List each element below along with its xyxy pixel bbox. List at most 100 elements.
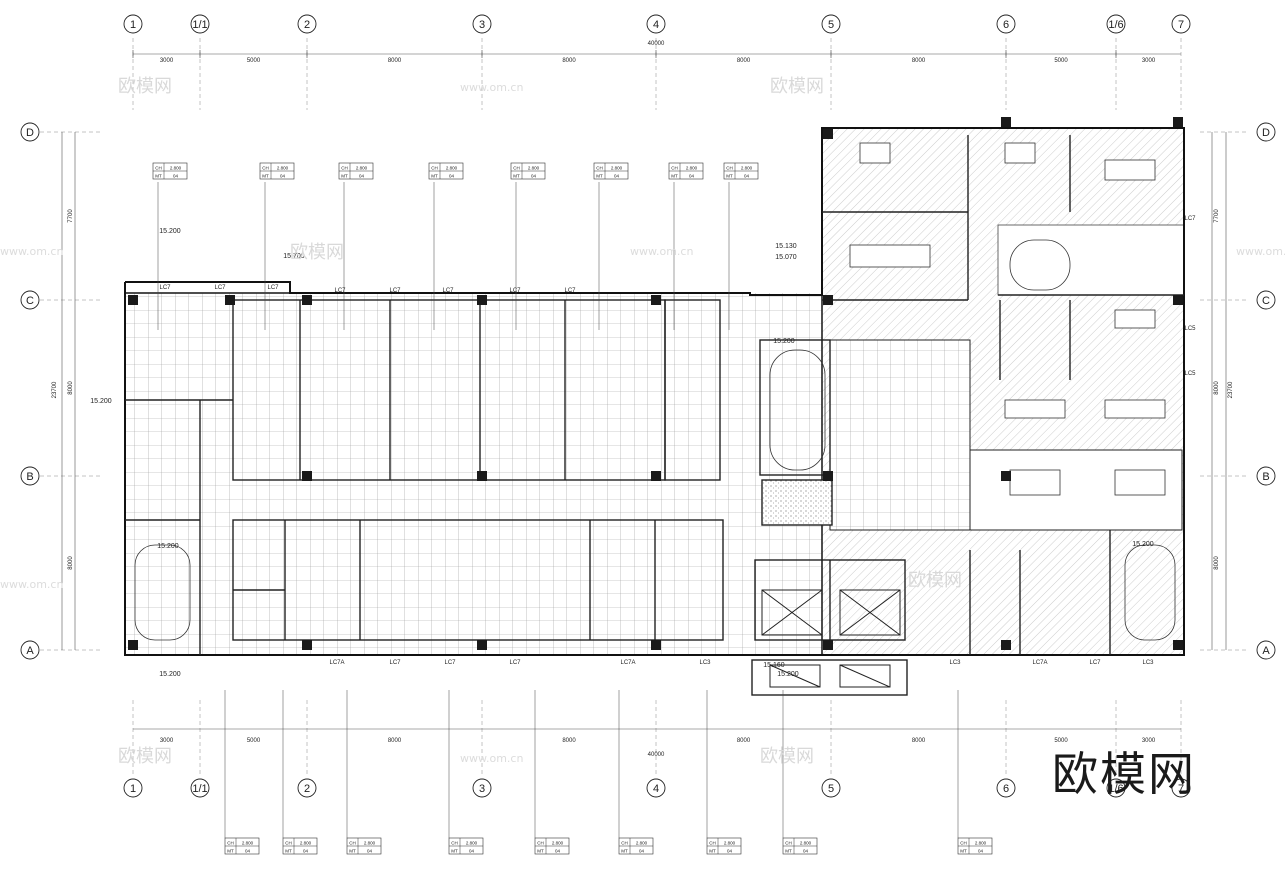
grid-column-bubble bbox=[1171, 778, 1191, 798]
dimension-total: 40000 bbox=[648, 752, 665, 758]
grid-column-label: 7 bbox=[1178, 783, 1184, 795]
dimension-vertical-total: 23700 bbox=[52, 381, 58, 398]
structural-column bbox=[1001, 471, 1011, 481]
elevation-marker: 15.130 bbox=[775, 243, 797, 250]
dimension-span: 8000 bbox=[562, 738, 576, 744]
window-tag: LC7 bbox=[444, 660, 456, 666]
ceiling-tag-mt: MT bbox=[785, 849, 792, 854]
structural-column bbox=[651, 295, 661, 305]
grid-column-bubble bbox=[297, 778, 317, 798]
ceiling-tag-height: 2.800 bbox=[242, 841, 254, 846]
ceiling-tag-height: 2.800 bbox=[975, 841, 987, 846]
grid-column-label: 3 bbox=[479, 19, 485, 31]
grid-column-label: 2 bbox=[304, 783, 310, 795]
ceiling-tag-code: 04 bbox=[173, 174, 179, 179]
grid-row-bubble bbox=[20, 466, 40, 486]
structural-column bbox=[651, 471, 661, 481]
ceiling-tag-code: 04 bbox=[555, 849, 561, 854]
ceiling-tag-mt: MT bbox=[537, 849, 544, 854]
dimension-vertical-span: 7700 bbox=[68, 209, 74, 223]
grid-row-label: B bbox=[1262, 471, 1269, 483]
ceiling-tag-height: 2.800 bbox=[277, 166, 289, 171]
dimension-vertical-total: 23700 bbox=[1228, 381, 1234, 398]
ceiling-tag-code: 04 bbox=[744, 174, 750, 179]
structural-column bbox=[128, 640, 138, 650]
window-tag: LC7A bbox=[1032, 660, 1047, 666]
dimension-span: 8000 bbox=[388, 738, 402, 744]
ceiling-tag-ch: CH bbox=[227, 841, 234, 846]
grid-row-label: D bbox=[1262, 127, 1270, 139]
grid-column-label: 4 bbox=[653, 19, 659, 31]
dimension-span: 3000 bbox=[1142, 58, 1156, 64]
structural-column bbox=[302, 471, 312, 481]
grid-row-bubble bbox=[20, 290, 40, 310]
ceiling-tag-ch: CH bbox=[621, 841, 628, 846]
ceiling-tag-code: 04 bbox=[639, 849, 645, 854]
structural-column bbox=[823, 640, 833, 650]
ceiling-tag-height: 2.800 bbox=[686, 166, 698, 171]
ceiling-tag-height: 2.800 bbox=[300, 841, 312, 846]
grid-column-label: 1 bbox=[130, 19, 136, 31]
dimension-span: 5000 bbox=[1054, 738, 1068, 744]
grid-column-label: 1/1 bbox=[192, 19, 207, 31]
dimension-span: 8000 bbox=[737, 738, 751, 744]
ceiling-tag-ch: CH bbox=[341, 166, 348, 171]
ceiling-tag-ch: CH bbox=[596, 166, 603, 171]
ceiling-tag-mt: MT bbox=[726, 174, 733, 179]
ceiling-tag-code: 04 bbox=[531, 174, 537, 179]
grid-column-bubble bbox=[821, 14, 841, 34]
elevation-marker: 15.070 bbox=[775, 254, 797, 261]
ceiling-tag-mt: MT bbox=[349, 849, 356, 854]
ceiling-tag-code: 04 bbox=[978, 849, 984, 854]
ceiling-tag-code: 04 bbox=[245, 849, 251, 854]
ceiling-tag-mt: MT bbox=[513, 174, 520, 179]
grid-column-bubble bbox=[472, 778, 492, 798]
grid-row-label: A bbox=[1262, 645, 1270, 657]
dimension-vertical-span: 8000 bbox=[1214, 556, 1220, 570]
structural-column bbox=[651, 640, 661, 650]
window-tag: LC7 bbox=[389, 288, 401, 294]
grid-column-bubble bbox=[472, 14, 492, 34]
window-tag: LC3 bbox=[949, 660, 961, 666]
grid-column-bubble bbox=[996, 778, 1016, 798]
ceiling-tag-ch: CH bbox=[451, 841, 458, 846]
grid-column-label: 5 bbox=[828, 19, 834, 31]
grid-row-bubble bbox=[1256, 290, 1276, 310]
ceiling-tag-ch: CH bbox=[431, 166, 438, 171]
structural-column bbox=[1173, 117, 1183, 127]
grid-row-label: C bbox=[1262, 295, 1270, 307]
ceiling-tag-height: 2.800 bbox=[170, 166, 182, 171]
watermark-logo: 欧模网 bbox=[1052, 747, 1196, 801]
elevation-marker: 15.200 bbox=[90, 398, 112, 405]
window-tag: LC7 bbox=[267, 285, 279, 291]
ceiling-tag-code: 04 bbox=[614, 174, 620, 179]
ceiling-tag-mt: MT bbox=[262, 174, 269, 179]
elevation-marker: 15.200 bbox=[777, 671, 799, 678]
grid-column-bubble bbox=[1171, 14, 1191, 34]
ceiling-tag-mt: MT bbox=[596, 174, 603, 179]
ceiling-tag-code: 04 bbox=[689, 174, 695, 179]
ceiling-tag-mt: MT bbox=[341, 174, 348, 179]
window-tag: LC7 bbox=[509, 660, 521, 666]
grid-row-label: B bbox=[26, 471, 33, 483]
window-tag: LC7 bbox=[159, 285, 171, 291]
structural-column bbox=[1173, 295, 1183, 305]
ceiling-tag-height: 2.800 bbox=[356, 166, 368, 171]
grid-row-label: C bbox=[26, 295, 34, 307]
grid-column-bubble bbox=[123, 14, 143, 34]
window-tag: LC5 bbox=[1184, 371, 1196, 377]
dimension-span: 3000 bbox=[1142, 738, 1156, 744]
window-tag: LC7 bbox=[1089, 660, 1101, 666]
grid-column-label: 1/6 bbox=[1108, 783, 1123, 795]
grid-column-label: 1/6 bbox=[1108, 19, 1123, 31]
grid-column-label: 7 bbox=[1178, 19, 1184, 31]
grid-row-label: A bbox=[26, 645, 34, 657]
